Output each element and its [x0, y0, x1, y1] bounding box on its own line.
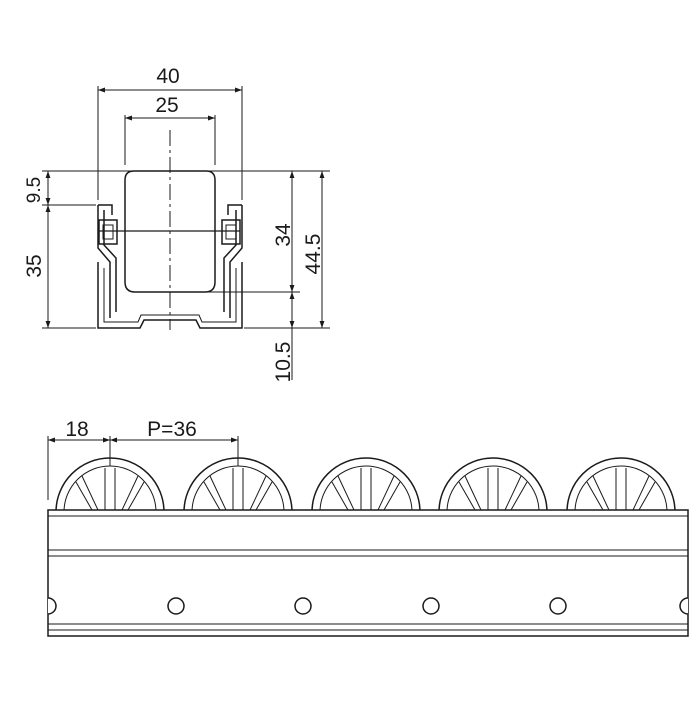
roller-group	[55, 457, 676, 513]
right-frame	[223, 204, 243, 318]
left-end-notch	[47, 597, 57, 615]
dim-roller-protrusion: 10.5	[272, 342, 295, 383]
wheel-roller	[438, 457, 548, 513]
rail-body	[47, 509, 689, 637]
dim-roller-width: 25	[155, 94, 178, 117]
dim-rail-height: 35	[23, 254, 46, 277]
mount-hole	[422, 597, 440, 615]
dim-top-offset: 9.5	[24, 177, 45, 203]
dim-first-offset: 18	[65, 418, 88, 441]
dim-outer-width: 40	[156, 65, 179, 88]
mount-hole	[167, 597, 185, 615]
left-frame	[97, 204, 117, 318]
right-bearing	[221, 219, 241, 245]
wheel-roller	[183, 457, 293, 513]
mount-hole	[294, 597, 312, 615]
cross-section-view	[42, 86, 330, 380]
left-bearing	[98, 219, 118, 245]
dim-pitch: P=36	[147, 418, 197, 441]
dim-total-height: 44.5	[302, 234, 325, 275]
side-view	[47, 436, 689, 637]
dim-roller-to-base: 34	[272, 223, 295, 247]
right-end-notch	[679, 597, 689, 615]
mount-hole	[549, 597, 567, 615]
wheel-roller	[55, 457, 165, 513]
wheel-roller	[311, 457, 421, 513]
wheel-roller	[566, 457, 676, 513]
